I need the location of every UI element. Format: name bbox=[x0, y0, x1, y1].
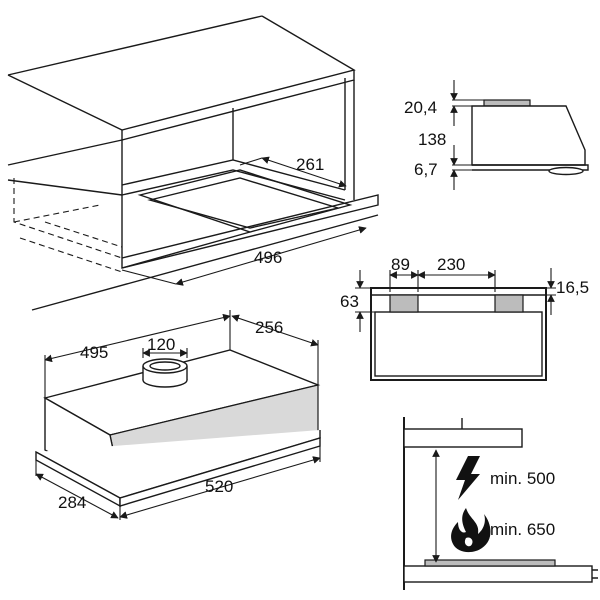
side-dim-ext bbox=[452, 99, 484, 171]
clearance-hood bbox=[403, 428, 523, 448]
dim-520-label: 520 bbox=[205, 477, 233, 496]
cabinet-top-thickness bbox=[121, 70, 355, 141]
hidden-hood-left bbox=[13, 178, 123, 259]
dim-496-label: 496 bbox=[254, 248, 282, 267]
hood-outlet-sides bbox=[142, 366, 188, 380]
front-dim-16-ext bbox=[546, 287, 556, 296]
dim-256-line bbox=[231, 314, 319, 347]
cabinet-bottom-front bbox=[121, 194, 379, 269]
clearance-hob bbox=[424, 559, 556, 567]
front-dim-89-label: 89 bbox=[391, 255, 410, 274]
dim-495-line bbox=[44, 313, 231, 363]
front-inner bbox=[374, 311, 543, 377]
front-outer bbox=[370, 287, 547, 381]
cutout-inner bbox=[147, 177, 341, 229]
hidden-hood-mid bbox=[44, 221, 123, 248]
dim-496-ext-left bbox=[121, 269, 177, 285]
front-dim-16-label: 16,5 bbox=[556, 278, 589, 297]
flame-icon bbox=[451, 508, 491, 553]
cabinet-top-board bbox=[7, 15, 356, 131]
cabinet-top-back-edge bbox=[7, 15, 263, 76]
cabinet-bottom-line bbox=[121, 231, 251, 269]
side-view: 20,4 138 6,7 bbox=[404, 80, 589, 190]
clearance-worktop-edge bbox=[592, 569, 598, 579]
front-dim-63-label: 63 bbox=[340, 292, 359, 311]
side-body bbox=[471, 105, 586, 166]
clearance-gas-label: min. 650 bbox=[490, 520, 555, 539]
dim-256-label: 256 bbox=[255, 318, 283, 337]
cabinet-view: 261 496 bbox=[7, 15, 379, 311]
dim-284-line bbox=[35, 473, 119, 519]
side-base bbox=[472, 164, 589, 171]
hidden-hood-bottom bbox=[19, 237, 123, 273]
dim-520-line bbox=[119, 456, 321, 519]
front-view: 89 230 16,5 63 bbox=[340, 255, 589, 381]
cabinet-side-line bbox=[7, 139, 123, 166]
side-dim-20-label: 20,4 bbox=[404, 98, 437, 117]
cabinet-bottom-lower-edge bbox=[31, 214, 379, 311]
dim-120-label: 120 bbox=[147, 335, 175, 354]
front-hole-right bbox=[494, 294, 524, 313]
hidden-hood-top bbox=[13, 204, 101, 223]
side-dim-138-label: 138 bbox=[418, 130, 446, 149]
dim-261-label: 261 bbox=[296, 155, 324, 174]
front-dim-230-label: 230 bbox=[437, 255, 465, 274]
dim-495-label: 495 bbox=[80, 343, 108, 362]
side-top-box bbox=[483, 99, 531, 107]
side-foot bbox=[548, 166, 584, 176]
dim-496-line bbox=[175, 226, 367, 286]
flame-inner bbox=[464, 537, 473, 547]
dim-284-label: 284 bbox=[58, 493, 86, 512]
cabinet-inner-floor bbox=[121, 169, 346, 201]
clearance-electric-label: min. 500 bbox=[490, 469, 555, 488]
side-dim-6-label: 6,7 bbox=[414, 160, 438, 179]
cutout-outline bbox=[137, 169, 353, 233]
hood-3d-view: 120 495 256 520 284 bbox=[35, 310, 321, 520]
lightning-icon bbox=[456, 456, 480, 500]
front-hole-left bbox=[389, 294, 419, 313]
dim-261-line bbox=[261, 156, 347, 188]
clearance-worktop bbox=[403, 565, 593, 583]
cabinet-side-line-2 bbox=[7, 179, 123, 196]
clearance-view: min. 500 min. 650 bbox=[403, 417, 598, 590]
dim-261-ext bbox=[239, 157, 263, 166]
